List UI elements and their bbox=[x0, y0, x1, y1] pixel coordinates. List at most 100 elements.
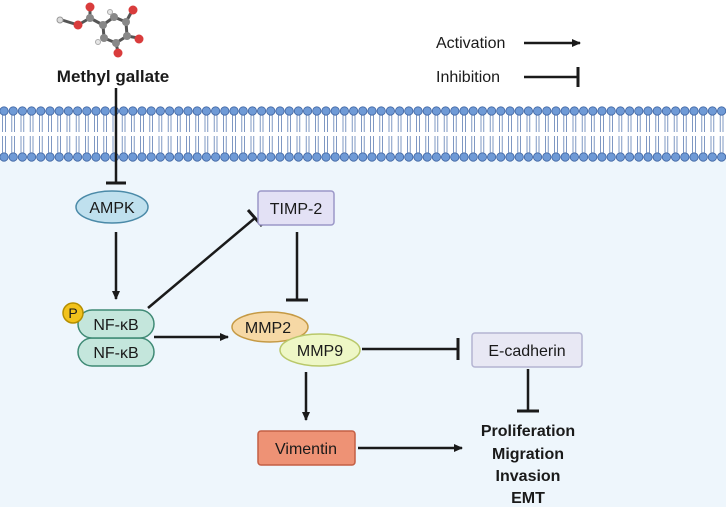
lipid-head bbox=[155, 152, 165, 162]
lipid-head bbox=[348, 152, 359, 162]
lipid-head bbox=[91, 106, 101, 116]
lipid-head bbox=[229, 152, 239, 162]
lipid-head bbox=[312, 106, 322, 116]
node-mmp: MMP2 MMP9 bbox=[231, 311, 361, 367]
methyl-gallate-label: Methyl gallate bbox=[57, 67, 169, 86]
lipid-head bbox=[247, 152, 257, 162]
lipid-head bbox=[588, 106, 598, 116]
lipid-head bbox=[560, 106, 570, 116]
lipid-head bbox=[542, 152, 552, 162]
lipid-head bbox=[109, 106, 120, 116]
lipid-head bbox=[73, 106, 83, 116]
node-timp2: TIMP-2 bbox=[257, 190, 335, 226]
lipid-head bbox=[128, 152, 138, 162]
lipid-head bbox=[707, 152, 718, 162]
lipid-head bbox=[569, 152, 580, 162]
lipid-head bbox=[404, 106, 414, 116]
lipid-head bbox=[505, 106, 515, 116]
ecadherin-label: E-cadherin bbox=[488, 343, 565, 360]
lipid-head bbox=[73, 152, 83, 162]
lipid-head bbox=[266, 106, 276, 116]
lipid-head bbox=[459, 152, 469, 162]
lipid-head bbox=[256, 106, 267, 116]
lipid-head bbox=[717, 152, 726, 162]
lipid-head bbox=[238, 106, 248, 116]
lipid-head bbox=[358, 152, 368, 162]
lipid-head bbox=[183, 106, 193, 116]
lipid-head bbox=[91, 152, 101, 162]
lipid-head bbox=[680, 152, 690, 162]
lipid-head bbox=[82, 106, 92, 116]
lipid-head bbox=[63, 106, 74, 116]
lipid-head bbox=[128, 106, 138, 116]
lipid-head bbox=[615, 106, 626, 116]
lipid-head bbox=[698, 152, 708, 162]
lipid-head bbox=[238, 152, 248, 162]
lipid-head bbox=[413, 106, 423, 116]
timp2-label: TIMP-2 bbox=[270, 201, 323, 218]
lipid-head bbox=[312, 152, 322, 162]
lipid-head bbox=[367, 152, 377, 162]
lipid-head bbox=[229, 106, 239, 116]
lipid-head bbox=[119, 152, 129, 162]
lipid-head bbox=[302, 152, 313, 162]
lipid-head bbox=[394, 106, 405, 116]
lipid-head bbox=[477, 152, 487, 162]
lipid-head bbox=[293, 152, 303, 162]
lipid-head bbox=[201, 152, 211, 162]
lipid-head bbox=[680, 106, 690, 116]
lipid-head bbox=[183, 152, 193, 162]
lipid-head bbox=[385, 152, 395, 162]
lipid-head bbox=[302, 106, 313, 116]
lipid-head bbox=[707, 106, 718, 116]
lipid-head bbox=[36, 152, 46, 162]
lipid-head bbox=[698, 106, 708, 116]
lipid-head bbox=[174, 106, 184, 116]
lipid-head bbox=[468, 152, 478, 162]
lipid-head bbox=[146, 152, 156, 162]
lipid-head bbox=[431, 152, 441, 162]
lipid-head bbox=[54, 106, 64, 116]
lipid-head bbox=[413, 152, 423, 162]
lipid-head bbox=[450, 152, 460, 162]
lipid-head bbox=[109, 152, 120, 162]
lipid-head bbox=[597, 152, 607, 162]
lipid-head bbox=[17, 152, 28, 162]
lipid-head bbox=[560, 152, 570, 162]
legend-activation-label: Activation bbox=[436, 35, 505, 52]
lipid-head bbox=[670, 106, 681, 116]
cell-membrane bbox=[0, 106, 726, 162]
mmp2-label: MMP2 bbox=[245, 320, 291, 337]
lipid-head bbox=[293, 106, 303, 116]
lipid-head bbox=[321, 106, 331, 116]
lipid-head bbox=[440, 106, 451, 116]
ampk-label: AMPK bbox=[89, 200, 135, 217]
lipid-head bbox=[174, 152, 184, 162]
vimentin-label: Vimentin bbox=[275, 441, 337, 458]
lipid-head bbox=[63, 152, 74, 162]
lipid-head bbox=[376, 152, 386, 162]
lipid-head bbox=[551, 152, 561, 162]
lipid-head bbox=[27, 106, 37, 116]
lipid-head bbox=[440, 152, 451, 162]
node-vimentin: Vimentin bbox=[257, 430, 356, 466]
lipid-head bbox=[606, 106, 616, 116]
lipid-head bbox=[551, 106, 561, 116]
lipid-head bbox=[266, 152, 276, 162]
lipid-head bbox=[486, 152, 497, 162]
outcome-invasion: Invasion bbox=[496, 468, 561, 485]
lipid-head bbox=[624, 106, 635, 116]
lipid-head bbox=[514, 106, 524, 116]
lipid-head bbox=[689, 106, 699, 116]
lipid-head bbox=[634, 106, 644, 116]
lipid-head bbox=[146, 106, 156, 116]
outcome-proliferation: Proliferation bbox=[481, 423, 575, 440]
lipid-head bbox=[624, 152, 635, 162]
lipid-head bbox=[192, 106, 202, 116]
lipid-head bbox=[165, 152, 175, 162]
mmp9-label: MMP9 bbox=[297, 343, 343, 360]
lipid-head bbox=[165, 106, 175, 116]
lipid-head bbox=[717, 106, 726, 116]
lipid-head bbox=[275, 152, 285, 162]
lipid-head bbox=[532, 152, 543, 162]
